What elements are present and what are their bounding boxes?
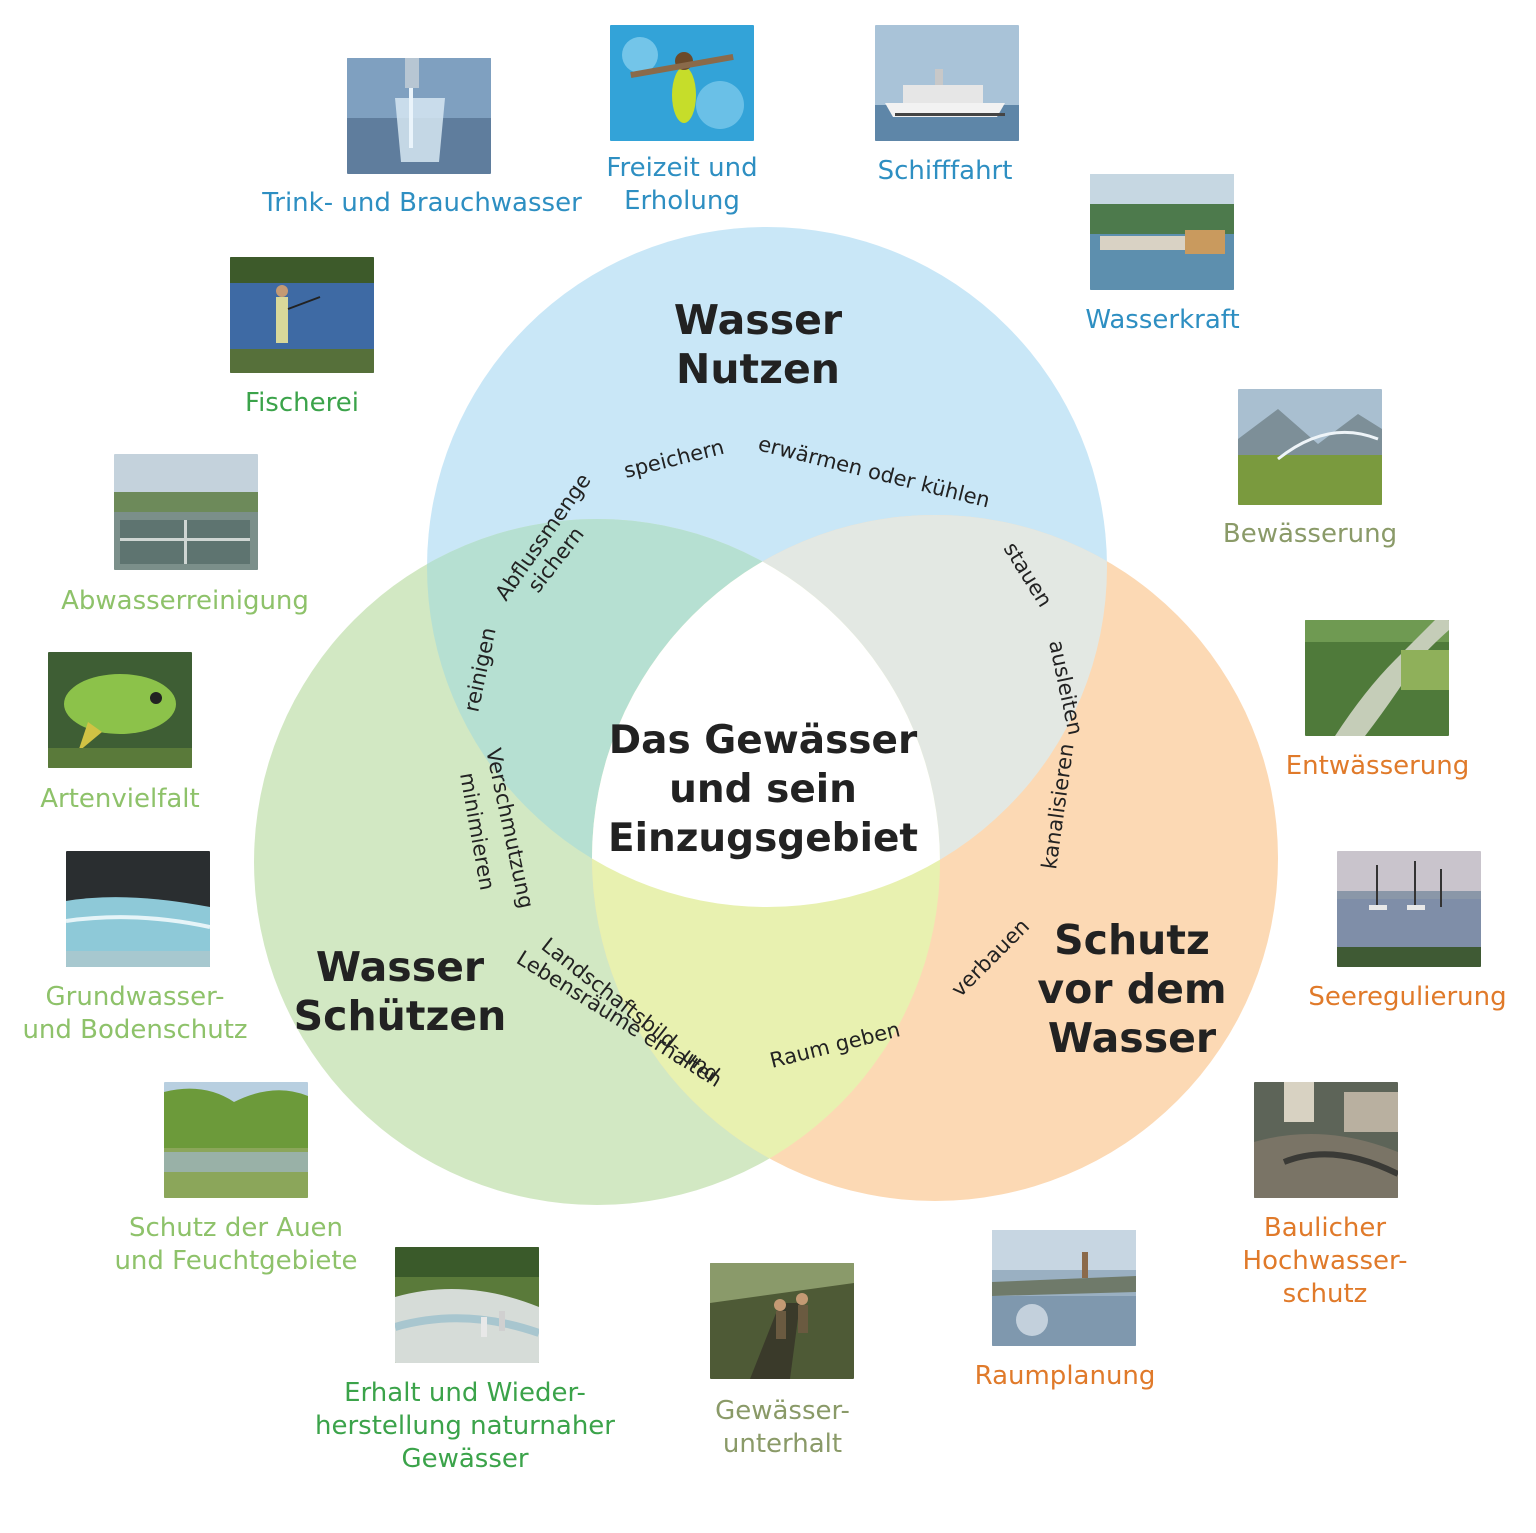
caption-baulicher-hochwasserschutz: Baulicher Hochwasser- schutz — [1242, 1213, 1408, 1309]
photo-baulicher-hochwasserschutz — [1254, 1082, 1398, 1198]
caption-wasserkraft: Wasserkraft — [1085, 305, 1240, 335]
photo-entwaesserung — [1305, 620, 1449, 736]
caption-fischerei: Fischerei — [245, 388, 359, 418]
caption-grundwasser-bodenschutz: Grundwasser- und Bodenschutz — [22, 982, 248, 1045]
photo-seeregulierung — [1337, 851, 1481, 967]
photo-grundwasser-bodenschutz — [66, 851, 210, 967]
caption-auen-feuchtgebiete: Schutz der Auen und Feuchtgebiete — [114, 1213, 358, 1276]
photo-gewaesserunterhalt — [710, 1263, 854, 1379]
title-wasser-schuetzen: Wasser Schützen — [293, 943, 507, 1040]
caption-bewaesserung: Bewässerung — [1222, 519, 1398, 549]
photo-schifffahrt — [875, 25, 1019, 141]
caption-entwaesserung: Entwässerung — [1285, 751, 1470, 781]
caption-naturnahe-gewaesser: Erhalt und Wieder- herstellung naturnahe… — [315, 1378, 615, 1474]
photo-trink-brauchwasser — [347, 58, 491, 174]
caption-seeregulierung: Seeregulierung — [1308, 982, 1507, 1012]
title-schutz-vor-dem-wasser: Schutz vor dem Wasser — [1037, 916, 1227, 1062]
caption-abwasserreinigung: Abwasserreinigung — [61, 586, 309, 616]
photo-bewaesserung — [1238, 389, 1382, 505]
caption-gewaesserunterhalt: Gewässer- unterhalt — [715, 1396, 850, 1459]
photo-abwasserreinigung — [114, 454, 258, 570]
title-wasser-nutzen: Wasser Nutzen — [673, 296, 843, 393]
center-title: Das Gewässer und sein Einzugsgebiet — [607, 718, 919, 861]
caption-schifffahrt: Schifffahrt — [877, 156, 1013, 186]
photo-fischerei — [230, 257, 374, 373]
caption-freizeit-erholung: Freizeit und Erholung — [606, 153, 758, 216]
photo-freizeit-erholung — [610, 25, 754, 141]
center-region — [592, 519, 940, 907]
photo-naturnahe-gewaesser — [395, 1247, 539, 1363]
photo-artenvielfalt — [48, 652, 192, 768]
photo-raumplanung — [992, 1230, 1136, 1346]
caption-trink-brauchwasser: Trink- und Brauchwasser — [262, 188, 582, 218]
photo-wasserkraft — [1090, 174, 1234, 290]
caption-artenvielfalt: Artenvielfalt — [40, 784, 200, 814]
caption-raumplanung: Raumplanung — [974, 1361, 1156, 1391]
photo-auen-feuchtgebiete — [164, 1082, 308, 1198]
